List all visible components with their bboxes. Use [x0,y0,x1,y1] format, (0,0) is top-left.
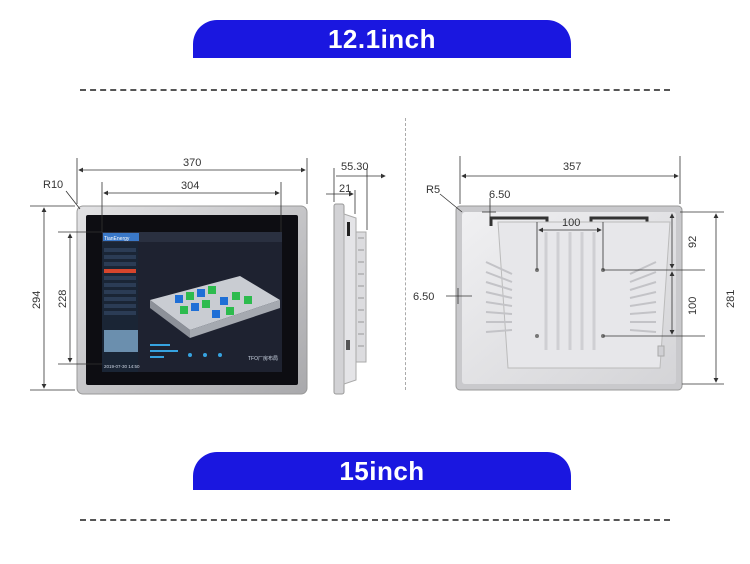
banner-15-inch: 15inch [193,452,571,490]
side-view [333,203,367,395]
back-view [455,205,683,391]
divider-top [80,89,670,91]
dim-front-radius: R10 [43,179,63,191]
dim-front-width-screen: 304 [181,180,199,192]
dim-front-width-outer: 370 [183,157,201,169]
dim-front-height-outer: 294 [31,291,43,309]
side-dimensions [326,168,386,230]
dim-back-radius: R5 [426,184,440,196]
back-dimensions [439,156,724,385]
dim-back-vertical-1: 92 [687,236,699,248]
dim-back-height: 281 [725,290,737,308]
divider-bottom [80,519,670,521]
front-dimensions [30,158,308,391]
dim-front-height-screen: 228 [57,290,69,308]
screen-date: 2019-07-30 14:50 [104,364,140,369]
banner-12-1-inch: 12.1inch [193,20,571,58]
screen-logo-box [103,233,139,241]
dim-back-vertical-2: 100 [687,297,699,315]
dim-back-hole-spacing: 100 [562,217,580,229]
dim-side-depth-bezel: 21 [339,183,351,195]
dim-side-depth-total: 55.30 [341,161,369,173]
banner-15-inch-label: 15inch [339,455,425,486]
banner-12-1-inch-label: 12.1inch [327,23,437,54]
dim-back-width: 357 [563,161,581,173]
screen-footer: TFO厂房布局 [248,355,278,362]
dim-back-offset-left: 6.50 [413,291,434,303]
divider-vertical [405,118,406,390]
screen-logo: TianEnergy [104,236,130,242]
dim-back-offset-top: 6.50 [489,189,510,201]
front-view: TianEnergy TFO厂房布局 201 [76,205,308,395]
